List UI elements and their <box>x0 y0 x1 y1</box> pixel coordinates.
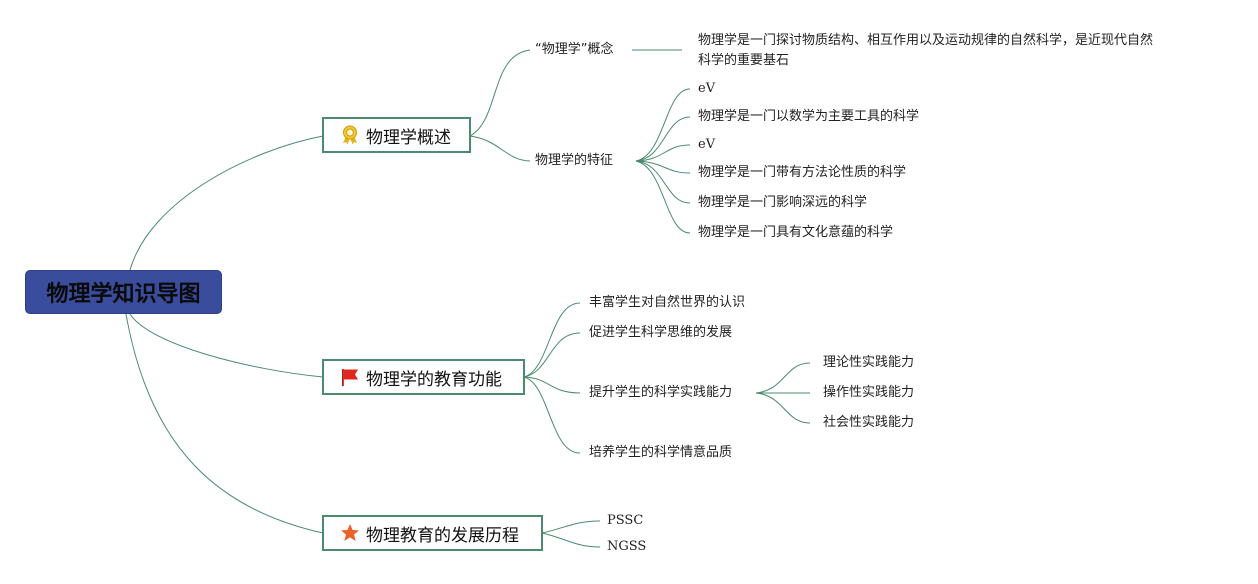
node-physics-features[interactable]: 物理学的特征 <box>535 153 614 168</box>
node-physics-concept[interactable]: “物理学”概念 <box>535 42 614 57</box>
node-emotional-quality[interactable]: 培养学生的科学情意品质 <box>589 445 733 460</box>
branch-education-function-label: 物理学的教育功能 <box>366 369 502 390</box>
root-label: 物理学知识导图 <box>46 282 201 307</box>
node-pssc[interactable]: PSSC <box>607 513 644 528</box>
branch-education-function[interactable]: 物理学的教育功能 <box>322 359 525 395</box>
node-enrich-understanding[interactable]: 丰富学生对自然世界的认识 <box>589 295 746 310</box>
node-theoretical-practice[interactable]: 理论性实践能力 <box>823 355 915 370</box>
star-icon <box>341 524 359 541</box>
node-operational-practice[interactable]: 操作性实践能力 <box>823 385 915 400</box>
node-concept-definition-line2[interactable]: 科学的重要基石 <box>698 53 790 68</box>
root-node[interactable]: 物理学知识导图 <box>25 270 222 314</box>
node-scientific-thinking[interactable]: 促进学生科学思维的发展 <box>589 325 733 340</box>
node-feature-ev-1[interactable]: eV <box>698 81 716 96</box>
node-feature-ev-2[interactable]: eV <box>698 137 716 152</box>
node-ngss[interactable]: NGSS <box>607 539 647 554</box>
node-feature-math[interactable]: 物理学是一门以数学为主要工具的科学 <box>698 109 920 124</box>
node-practice-ability[interactable]: 提升学生的科学实践能力 <box>589 385 733 400</box>
red-flag-icon <box>342 369 358 386</box>
branch-development-history-label: 物理教育的发展历程 <box>366 525 519 546</box>
branch-overview[interactable]: 物理学概述 <box>322 117 471 153</box>
node-feature-influence[interactable]: 物理学是一门影响深远的科学 <box>698 195 868 210</box>
node-feature-culture[interactable]: 物理学是一门具有文化意蕴的科学 <box>698 225 894 240</box>
branch-development-history[interactable]: 物理教育的发展历程 <box>322 515 543 551</box>
node-social-practice[interactable]: 社会性实践能力 <box>823 415 915 430</box>
award-ribbon-icon <box>343 125 357 145</box>
branch-overview-label: 物理学概述 <box>366 127 451 148</box>
node-feature-methodology[interactable]: 物理学是一门带有方法论性质的科学 <box>698 165 907 180</box>
node-concept-definition-line1[interactable]: 物理学是一门探讨物质结构、相互作用以及运动规律的自然科学，是近现代自然 <box>698 33 1154 48</box>
